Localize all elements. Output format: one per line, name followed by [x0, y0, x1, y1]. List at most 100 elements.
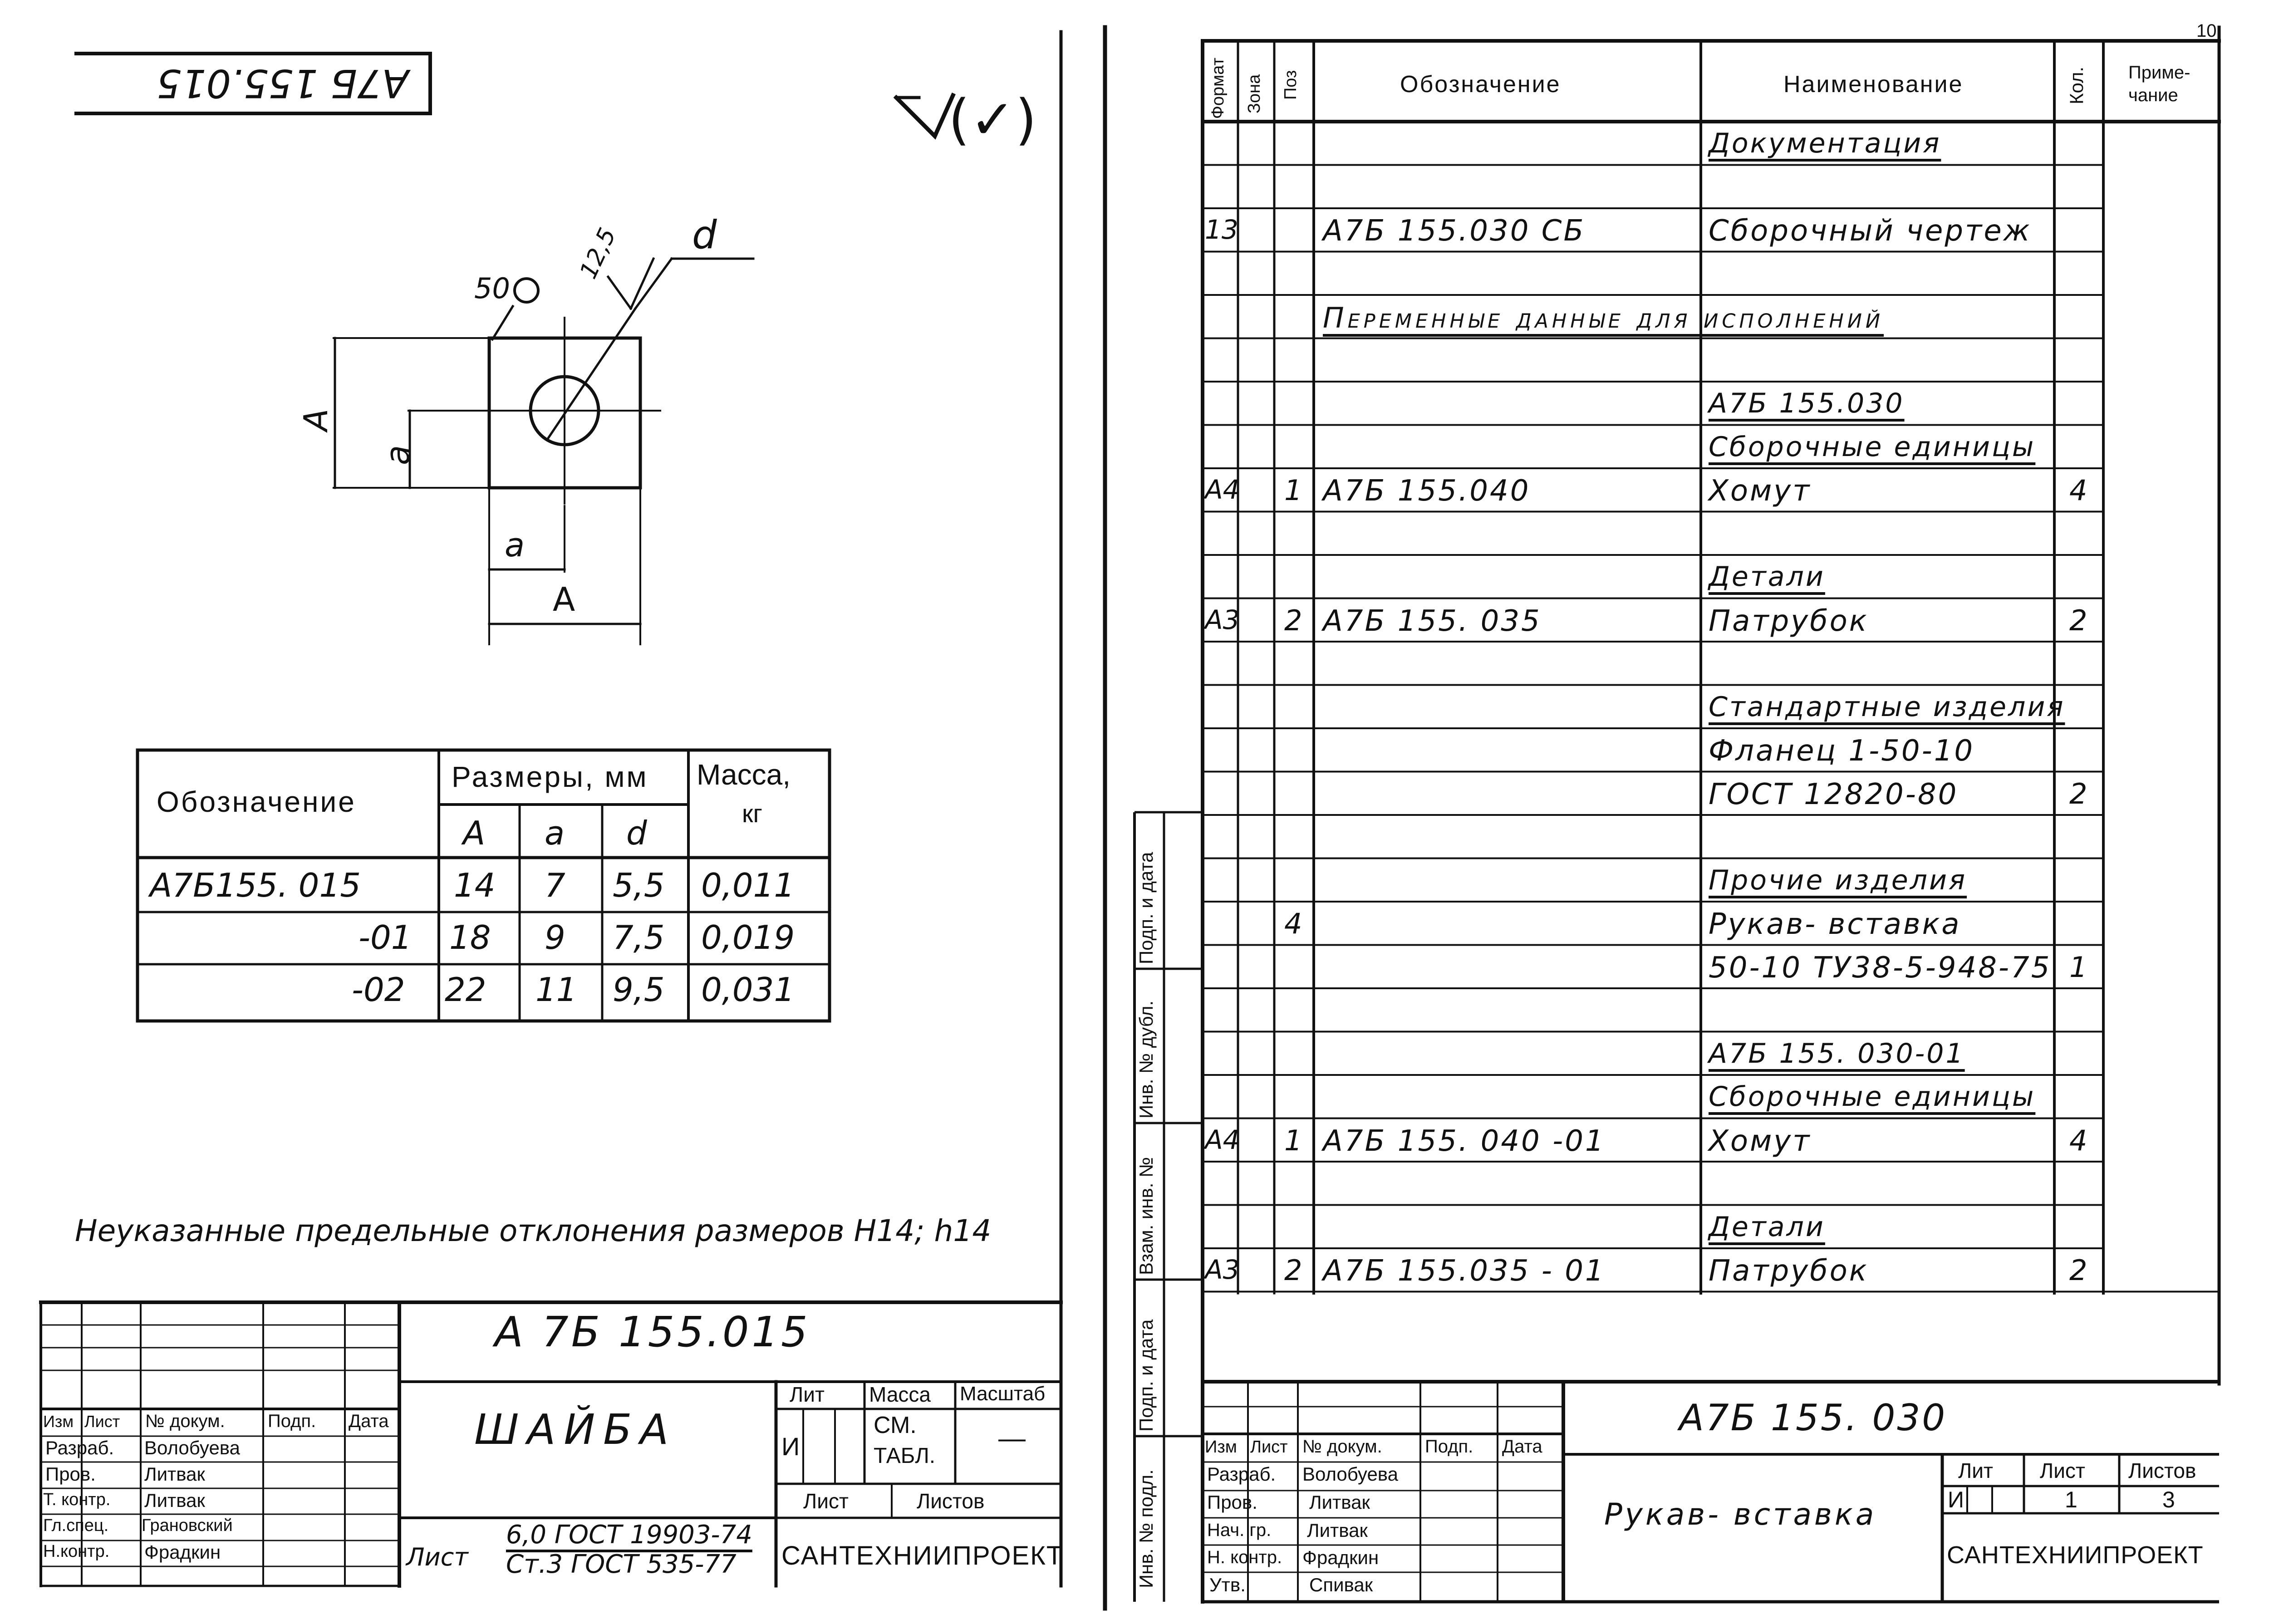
- spec-designation: А7Б 155.035 - 01: [1323, 1254, 1606, 1288]
- header-qty: Кол.: [2066, 66, 2087, 104]
- left-material-1: 6,0 ГОСТ 19903-74: [506, 1520, 752, 1550]
- spec-name: Прочие изделия: [1709, 864, 1967, 896]
- spec-pos: 1: [1284, 1124, 1302, 1157]
- dims-row-designation: -01: [359, 918, 412, 957]
- spec-format: А3: [1205, 604, 1240, 635]
- spec-pos: 2: [1284, 1254, 1302, 1287]
- dims-row-d: 5,5: [613, 866, 665, 904]
- left-col-list: Лист: [84, 1412, 120, 1431]
- left-role-name: Фрадкин: [144, 1541, 221, 1563]
- spec-designation: А7Б 155. 035: [1323, 604, 1542, 638]
- right-col-izm: Изм: [1205, 1438, 1237, 1457]
- dim-height-a: a: [378, 445, 417, 465]
- spec-name: Детали: [1709, 561, 1825, 593]
- right-role: Утв.: [1209, 1574, 1246, 1595]
- side-label: Взам. инв. №: [1135, 1157, 1157, 1275]
- spec-name: Сборочные единицы: [1709, 431, 2036, 463]
- spec-name: Сборочный чертеж: [1709, 214, 2032, 248]
- spec-format: А4: [1205, 1124, 1240, 1155]
- side-label: Подп. и дата: [1135, 1319, 1157, 1432]
- left-title-name: ШАЙБА: [474, 1405, 677, 1454]
- left-mass-value2: ТАБЛ.: [874, 1444, 936, 1468]
- spec-designation: А7Б 155.030 СБ: [1323, 214, 1586, 248]
- spec-format: А3: [1205, 1254, 1240, 1285]
- dims-header-designation: Обозначение: [157, 785, 356, 818]
- corner-code: А7Б 155.015: [157, 60, 409, 106]
- spec-name: А7Б 155. 030-01: [1709, 1037, 1965, 1070]
- right-role: Нач. гр.: [1207, 1520, 1272, 1540]
- spec-pos: 2: [1284, 603, 1302, 637]
- dims-row-A: 18: [449, 918, 491, 957]
- left-col-dokum: № докум.: [145, 1411, 225, 1431]
- right-role-name: Волобуева: [1302, 1463, 1399, 1485]
- right-role: Пров.: [1207, 1492, 1257, 1513]
- header-zone: Зона: [1245, 74, 1264, 113]
- left-role-name: Грановский: [142, 1516, 233, 1535]
- left-col-izm: Изм: [43, 1412, 74, 1431]
- dims-row-a: 9: [545, 918, 565, 957]
- right-role-name: Литвак: [1307, 1520, 1368, 1541]
- dims-row-designation: А7Б155. 015: [150, 866, 361, 904]
- dims-row-mass: 0,011: [701, 866, 795, 904]
- dims-row-A: 22: [445, 971, 486, 1009]
- spec-name: Стандартные изделия: [1709, 691, 2065, 723]
- right-title-name: Рукав- вставка: [1604, 1497, 1877, 1532]
- spec-name: Патрубок: [1709, 604, 1869, 638]
- dims-row-a: 11: [535, 971, 577, 1009]
- dims-row-d: 9,5: [613, 971, 665, 1009]
- spec-name: Детали: [1709, 1211, 1825, 1243]
- spec-name: Патрубок: [1709, 1254, 1869, 1288]
- spec-name: ГОСТ 12820-80: [1709, 777, 1959, 811]
- side-label: Инв. № дубл.: [1135, 1000, 1157, 1119]
- dims-col-A: A: [463, 814, 486, 852]
- left-material-prefix: Лист: [406, 1543, 468, 1571]
- right-role-name: Литвак: [1309, 1492, 1370, 1513]
- left-material-2: Ст.3 ГОСТ 535-77: [506, 1550, 737, 1579]
- left-org: САНТЕХНИИПРОЕКТ: [781, 1541, 1064, 1570]
- dims-header-mass1: Масса,: [697, 758, 791, 791]
- left-role-name: Волобуева: [144, 1437, 241, 1458]
- right-lit-value: И: [1948, 1487, 1964, 1512]
- dims-row-A: 14: [454, 866, 496, 904]
- header-name: Наименование: [1783, 71, 1964, 98]
- spec-designation: А7Б 155.040: [1323, 474, 1531, 508]
- spec-qty: 2: [2069, 1254, 2087, 1287]
- spec-pos: 4: [1284, 907, 1302, 940]
- right-lit-header: Лит: [1958, 1459, 1993, 1482]
- spec-format: 13: [1205, 214, 1238, 245]
- left-col-data: Дата: [349, 1411, 389, 1431]
- dims-row-d: 7,5: [613, 918, 665, 957]
- spec-name: Фланец 1-50-10: [1709, 734, 1975, 768]
- dim-height-A: A: [297, 408, 335, 431]
- spec-name: Сборочные единицы: [1709, 1081, 2036, 1113]
- right-title-code: А7Б 155. 030: [1679, 1397, 1947, 1439]
- dim-width-a: a: [505, 526, 525, 564]
- side-label: Подп. и дата: [1135, 852, 1157, 964]
- roughness-symbol: (✓): [948, 88, 1037, 152]
- left-role: Пров.: [45, 1463, 96, 1485]
- left-role: Гл.спец.: [43, 1516, 109, 1535]
- right-sheets-header: Листов: [2128, 1459, 2196, 1482]
- right-role-name: Фрадкин: [1302, 1547, 1379, 1568]
- spec-qty: 2: [2069, 777, 2087, 810]
- left-title-code: А 7Б 155.015: [495, 1308, 810, 1356]
- spec-qty: 2: [2069, 603, 2087, 637]
- left-sheets-header: Листов: [917, 1489, 985, 1513]
- left-role-name: Литвак: [144, 1490, 205, 1511]
- header-note1: Приме-: [2128, 63, 2190, 83]
- wide-heading: Переменные данные для исполнений: [1323, 301, 1884, 334]
- dims-col-d: d: [626, 814, 647, 852]
- right-col-list: Лист: [1250, 1438, 1288, 1457]
- spec-name: А7Б 155.030: [1709, 388, 1905, 419]
- dims-row-mass: 0,031: [701, 971, 795, 1009]
- spec-name: Хомут: [1709, 474, 1812, 508]
- spec-qty: 4: [2069, 1124, 2087, 1157]
- right-sheet-value: 1: [2065, 1487, 2077, 1512]
- right-col-data: Дата: [1502, 1437, 1542, 1457]
- right-sheet-header: Лист: [2040, 1459, 2085, 1482]
- header-designation: Обозначение: [1400, 71, 1561, 98]
- left-role: Т. контр.: [43, 1490, 111, 1509]
- dims-header-mass2: кг: [742, 799, 762, 828]
- left-scale-header: Масштаб: [960, 1383, 1046, 1405]
- spec-name: Рукав- вставка: [1709, 908, 1961, 941]
